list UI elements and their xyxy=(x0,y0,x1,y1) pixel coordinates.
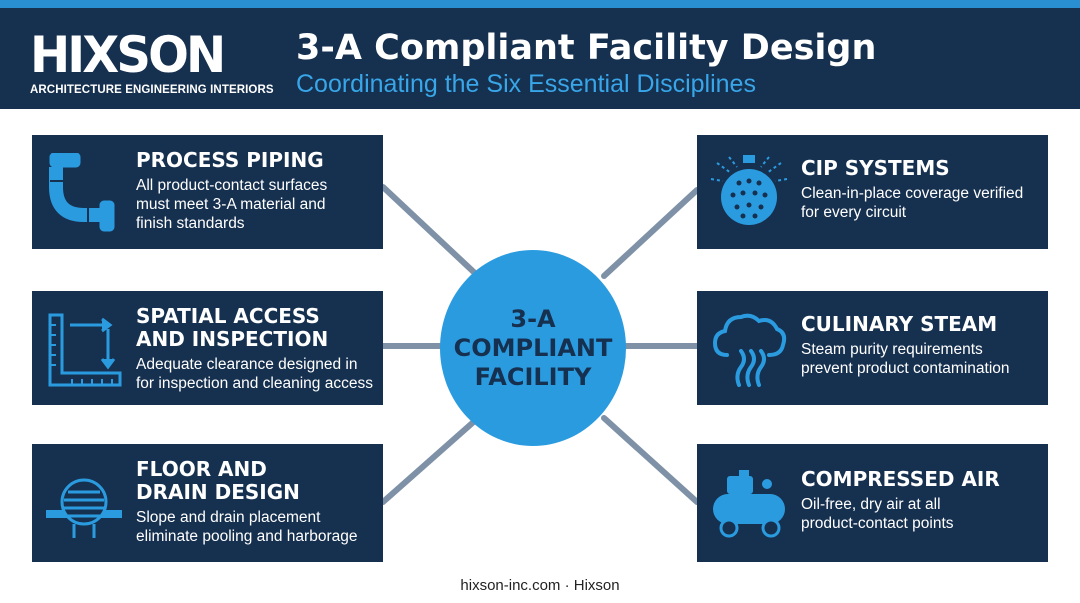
card-title: COMPRESSED AIR xyxy=(801,467,1000,491)
card-title: PROCESS PIPING xyxy=(136,148,324,172)
pipe-elbow-icon xyxy=(44,153,124,233)
connector-cip-systems xyxy=(601,187,700,279)
connector-compressed-air xyxy=(601,415,700,505)
center-hub-circle: 3-A COMPLIANT FACILITY xyxy=(440,250,626,446)
card-spatial-access: SPATIAL ACCESS AND INSPECTION Adequate c… xyxy=(32,291,383,405)
ruler-clearance-icon xyxy=(44,309,124,389)
card-description: Clean-in-place coverage verified for eve… xyxy=(801,185,1024,221)
card-process-piping: PROCESS PIPING All product-contact surfa… xyxy=(32,135,383,249)
spray-ball-icon xyxy=(709,153,789,233)
hub-label: 3-A COMPLIANT FACILITY xyxy=(453,304,613,391)
header-banner: HIXSON ARCHITECTURE ENGINEERING INTERIOR… xyxy=(0,8,1080,109)
air-compressor-icon xyxy=(709,462,789,542)
page-title: 3-A Compliant Facility Design xyxy=(296,28,877,68)
footer-credit: hixson-inc.com · Hixson xyxy=(460,577,620,594)
card-description: All product-contact surfaces must meet 3… xyxy=(136,177,328,232)
card-description: Oil-free, dry air at all product-contact… xyxy=(801,496,954,532)
page-subtitle: Coordinating the Six Essential Disciplin… xyxy=(296,70,756,98)
hixson-logo: HIXSON ARCHITECTURE ENGINEERING INTERIOR… xyxy=(30,26,274,96)
card-floor-drain: FLOOR AND DRAIN DESIGN Slope and drain p… xyxy=(32,444,383,562)
card-description: Steam purity requirements prevent produc… xyxy=(801,341,1010,377)
card-compressed-air: COMPRESSED AIR Oil-free, dry air at all … xyxy=(697,444,1048,562)
card-description: Adequate clearance designed in for inspe… xyxy=(136,356,373,392)
top-accent-bar xyxy=(0,0,1080,8)
connector-process-piping xyxy=(380,184,481,279)
card-description: Slope and drain placement eliminate pool… xyxy=(136,509,358,545)
card-title: CIP SYSTEMS xyxy=(801,156,950,180)
steam-cloud-icon xyxy=(709,309,789,389)
logo-wordmark: HIXSON xyxy=(30,26,226,84)
card-title: SPATIAL ACCESS AND INSPECTION xyxy=(136,304,329,351)
card-title: CULINARY STEAM xyxy=(801,312,998,336)
card-title: FLOOR AND DRAIN DESIGN xyxy=(136,457,300,504)
logo-tagline: ARCHITECTURE ENGINEERING INTERIORS xyxy=(30,84,274,96)
card-culinary-steam: CULINARY STEAM Steam purity requirements… xyxy=(697,291,1048,405)
card-cip-systems: CIP SYSTEMS Clean-in-place coverage veri… xyxy=(697,135,1048,249)
connector-floor-drain xyxy=(380,415,481,505)
floor-drain-icon xyxy=(44,462,124,542)
